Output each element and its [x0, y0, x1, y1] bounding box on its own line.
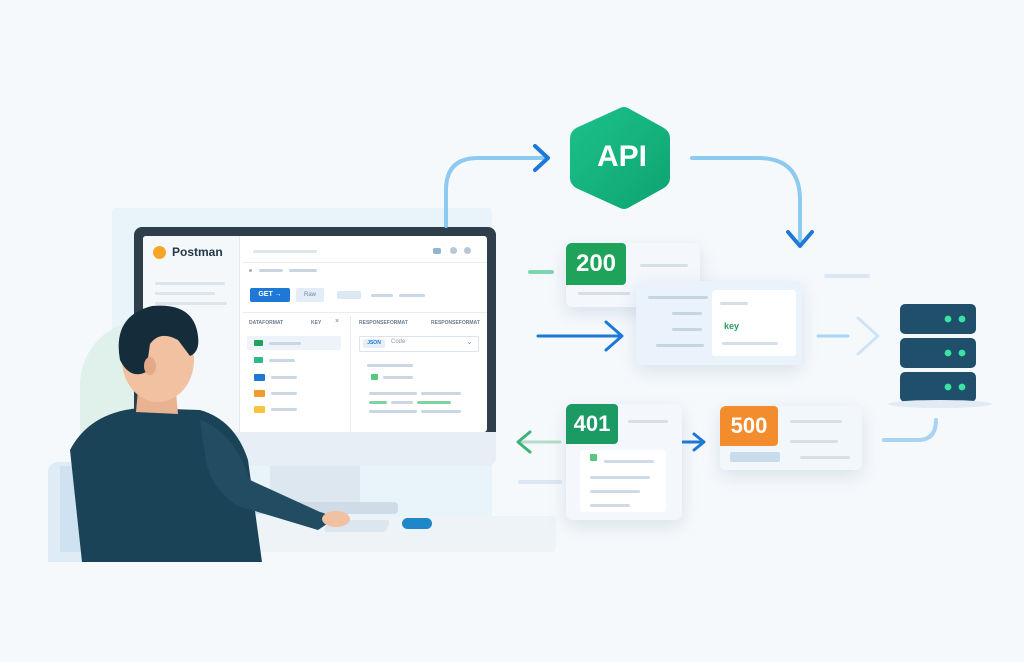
card-line	[640, 264, 688, 267]
list-line	[271, 408, 297, 411]
panel-divider	[350, 316, 351, 432]
card-line	[656, 344, 704, 347]
status-badge-200	[566, 243, 626, 285]
code-line	[391, 401, 413, 404]
response-label: Code	[391, 339, 406, 345]
card-line	[672, 328, 702, 331]
card-block	[730, 452, 780, 462]
breadcrumb	[249, 269, 252, 272]
card-line	[590, 490, 640, 493]
key-panel	[712, 290, 796, 356]
code-line	[383, 376, 413, 379]
mouse	[402, 518, 432, 529]
key-label: key	[724, 321, 740, 331]
col-header-response-2: RESPONSEFORMAT	[431, 320, 480, 326]
divider	[243, 262, 487, 263]
list-icon-green	[254, 340, 263, 346]
sidebar-line	[155, 292, 215, 295]
code-line	[367, 364, 413, 367]
card-line	[790, 440, 838, 443]
api-label: API	[596, 140, 647, 173]
card-line	[720, 302, 748, 305]
sync-icon[interactable]	[433, 248, 441, 254]
list-icon-blue	[254, 374, 265, 381]
card-line	[800, 456, 850, 459]
card-line	[672, 312, 702, 315]
card-line	[604, 460, 654, 463]
col-header-response: RESPONSEFORMAT	[359, 320, 408, 326]
server-stack-icon	[900, 304, 976, 402]
list-icon-teal	[254, 357, 263, 363]
chevron-down-icon[interactable]: ⌄	[466, 337, 473, 346]
settings-icon[interactable]	[464, 247, 471, 254]
send-button[interactable]: GET →	[250, 288, 290, 302]
code-line	[369, 410, 417, 413]
response-chip: JSON	[363, 339, 385, 348]
tab-line	[371, 294, 393, 297]
list-line	[269, 342, 301, 345]
list-line	[271, 376, 297, 379]
code-line	[369, 392, 417, 395]
code-icon-green	[371, 374, 378, 380]
card-line	[590, 504, 630, 507]
col-header-key: KEY	[311, 320, 322, 326]
breadcrumb	[259, 269, 283, 272]
close-icon[interactable]: ×	[335, 318, 340, 325]
code-line-green	[369, 401, 387, 404]
code-line-green	[417, 401, 451, 404]
col-header-dataformat: DATAFORMAT	[249, 320, 284, 326]
bell-icon[interactable]	[450, 247, 457, 254]
tab-line	[399, 294, 425, 297]
card-line	[628, 420, 668, 423]
list-icon-orange	[254, 390, 265, 397]
card-line	[648, 296, 708, 299]
card-line	[790, 420, 842, 423]
sidebar-line	[155, 302, 227, 305]
code-icon-green	[590, 454, 597, 461]
code-line	[421, 410, 461, 413]
breadcrumb	[289, 269, 317, 272]
app-title: Postman	[172, 245, 223, 259]
server-shadow	[888, 400, 992, 408]
status-code-500: 500	[730, 413, 768, 438]
status-code-200: 200	[575, 250, 617, 277]
list-line	[271, 392, 297, 395]
url-bar[interactable]	[253, 250, 317, 253]
status-badge-500	[720, 406, 778, 446]
tab-chip[interactable]	[337, 291, 361, 299]
response-select[interactable]	[359, 336, 479, 352]
sidebar-line	[155, 282, 225, 285]
code-line	[421, 392, 461, 395]
card-line	[722, 342, 778, 345]
status-code-401: 401	[573, 411, 611, 436]
card-line	[590, 476, 650, 479]
hexagon-icon	[570, 107, 670, 209]
tab-raw[interactable]: Raw	[296, 288, 324, 302]
status-badge-401	[566, 404, 618, 444]
card-line	[578, 292, 630, 295]
divider	[243, 312, 487, 313]
list-icon-yellow	[254, 406, 265, 413]
brand-logo-icon	[153, 246, 166, 259]
list-line	[269, 359, 295, 362]
